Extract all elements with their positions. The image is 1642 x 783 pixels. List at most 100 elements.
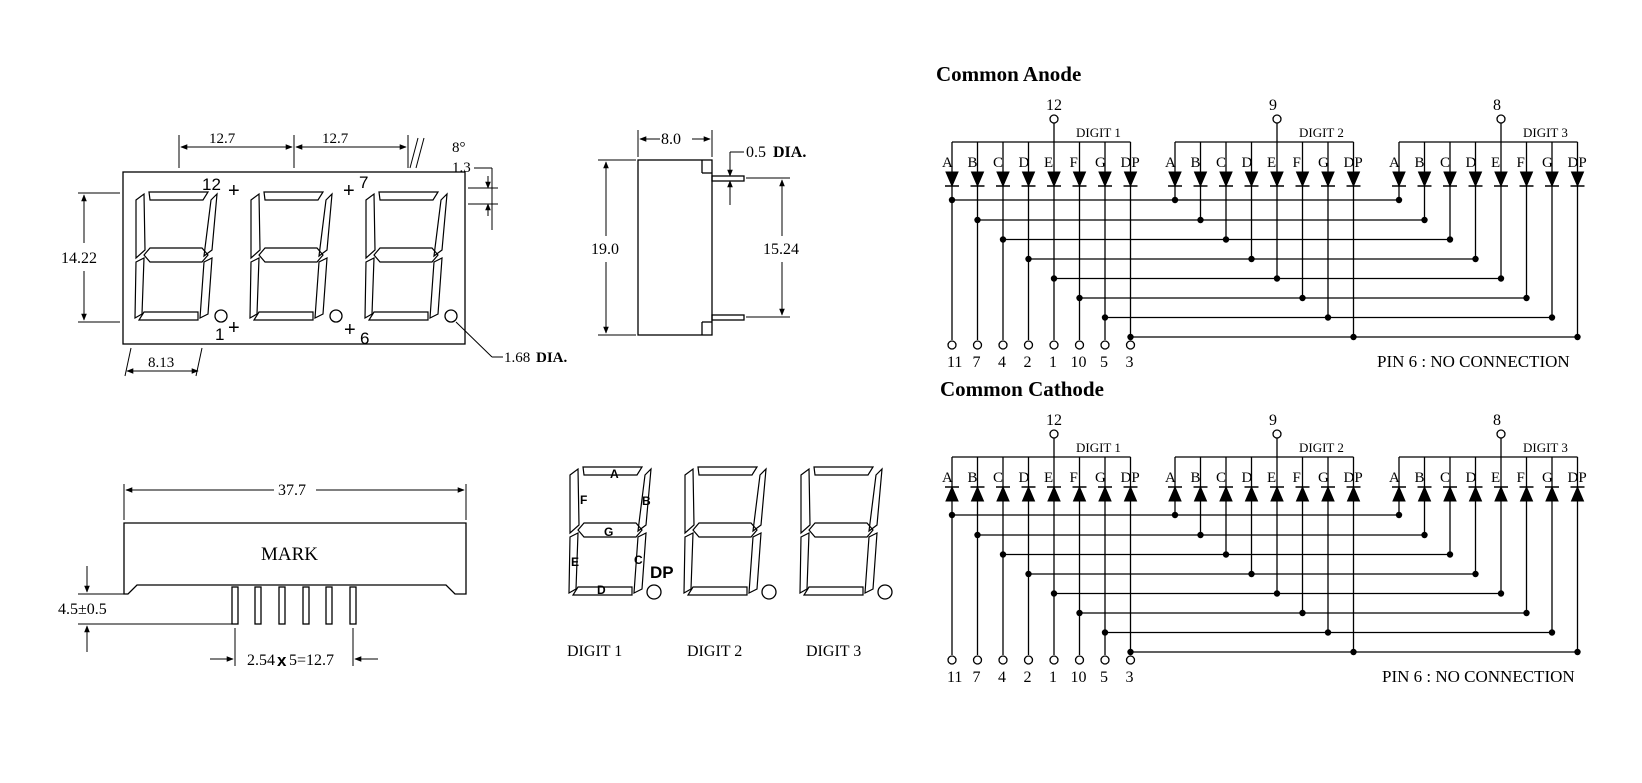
junction-dot bbox=[974, 531, 981, 539]
segment-label-dp: DP bbox=[650, 563, 674, 582]
segment-view: A B C D E F G DP DIGIT 1 DIGIT 2 DIGIT 3 bbox=[567, 466, 893, 660]
led-diode-symbol bbox=[1417, 171, 1432, 188]
led-diode-symbol bbox=[970, 171, 985, 188]
led-diode-symbol bbox=[1519, 485, 1534, 502]
segment-pin-number: 2 bbox=[1024, 669, 1032, 686]
segment-label-b: B bbox=[642, 494, 651, 508]
common-pin-number: 9 bbox=[1269, 97, 1277, 114]
segment-label: A bbox=[942, 155, 953, 171]
segment-pin-number: 1 bbox=[1049, 354, 1057, 371]
segment-pin-terminal bbox=[947, 655, 957, 665]
pin-pitch-total: 5=12.7 bbox=[289, 652, 334, 669]
junction-dot bbox=[999, 236, 1007, 243]
segment-label: B bbox=[1415, 470, 1425, 486]
led-diode-symbol bbox=[1168, 485, 1182, 502]
junction-dot bbox=[948, 511, 956, 519]
bottom-pin bbox=[325, 586, 333, 625]
dp-dot-1 bbox=[646, 584, 662, 600]
junction-dot bbox=[948, 196, 956, 204]
times-sign: x bbox=[277, 651, 287, 670]
common-pin-terminal bbox=[1049, 114, 1059, 124]
segment-label: E bbox=[1044, 470, 1053, 486]
segment-pin-terminal bbox=[1023, 655, 1034, 665]
junction-dot bbox=[1076, 294, 1083, 302]
segment-label: E bbox=[1491, 155, 1500, 171]
segment-label: E bbox=[1267, 470, 1276, 486]
led-diode-symbol bbox=[1047, 485, 1061, 502]
led-diode-symbol bbox=[996, 485, 1010, 502]
led-diode-symbol bbox=[1021, 171, 1036, 188]
segment-label: A bbox=[1165, 470, 1176, 486]
digit-outline-2 bbox=[249, 191, 333, 321]
segment-label: D bbox=[1242, 155, 1253, 171]
bottom-pin bbox=[302, 586, 310, 625]
height-dimension: 14.22 bbox=[61, 250, 97, 267]
segment-pin-terminal bbox=[1074, 340, 1085, 350]
segment-label: E bbox=[1044, 155, 1053, 171]
common-pin-number: 9 bbox=[1269, 412, 1277, 429]
led-diode-symbol bbox=[945, 171, 959, 188]
pitch-dimension: 12.7 bbox=[209, 131, 236, 147]
digit-outline-3 bbox=[364, 191, 448, 321]
common-pin-terminal bbox=[1496, 429, 1506, 439]
side-pin-top bbox=[711, 175, 745, 182]
segment-label: D bbox=[1242, 470, 1253, 486]
segment-pin-number: 3 bbox=[1126, 354, 1134, 371]
segment-pin-terminal bbox=[1049, 655, 1059, 665]
pin-diameter-unit: DIA. bbox=[773, 144, 806, 161]
led-diode-symbol bbox=[1193, 485, 1208, 502]
segment-label-f: F bbox=[580, 493, 587, 507]
junction-dot bbox=[1127, 648, 1134, 656]
common-pin-terminal bbox=[1272, 429, 1282, 439]
common-pin-terminal bbox=[1496, 114, 1506, 124]
segment-label: DP bbox=[1344, 155, 1363, 171]
led-diode-symbol bbox=[1021, 485, 1036, 502]
led-diode-symbol bbox=[1047, 171, 1061, 188]
led-diode-symbol bbox=[1443, 171, 1457, 188]
segment-pin-terminal bbox=[1023, 340, 1034, 350]
segment-label: F bbox=[1293, 155, 1301, 171]
segment-pin-terminal bbox=[947, 340, 957, 350]
junction-dot bbox=[1050, 590, 1058, 597]
segment-label: C bbox=[993, 155, 1003, 171]
segment-label: C bbox=[1440, 470, 1450, 486]
digit-width-dimension: 8.13 bbox=[148, 355, 174, 371]
led-diode-symbol bbox=[1494, 171, 1508, 188]
segment-pin-number: 1 bbox=[1049, 669, 1057, 686]
segment-pin-terminal bbox=[1100, 340, 1110, 350]
pin-diameter-value: 0.5 bbox=[746, 144, 766, 161]
segment-pin-number: 5 bbox=[1100, 354, 1108, 371]
digit-label: DIGIT 1 bbox=[1076, 440, 1121, 455]
segment-label: C bbox=[993, 470, 1003, 486]
digit-label: DIGIT 3 bbox=[1523, 440, 1568, 455]
segment-pin-number: 7 bbox=[973, 354, 981, 371]
junction-dot bbox=[974, 216, 981, 224]
side-pin-bottom bbox=[711, 314, 745, 321]
segment-label: A bbox=[1389, 155, 1400, 171]
led-diode-symbol bbox=[1244, 485, 1259, 502]
common-pin-number: 8 bbox=[1493, 412, 1501, 429]
led-diode-symbol bbox=[1545, 171, 1559, 188]
segment-label: DP bbox=[1568, 155, 1587, 171]
segment-label: A bbox=[1165, 155, 1176, 171]
segment-label: B bbox=[1191, 155, 1201, 171]
junction-dot bbox=[1101, 629, 1109, 636]
digit-caption-2: DIGIT 2 bbox=[687, 643, 742, 660]
dp-dot-3 bbox=[877, 584, 893, 600]
segment-digit-2 bbox=[683, 466, 767, 596]
led-diode-symbol bbox=[1295, 485, 1310, 502]
segment-pin-number: 7 bbox=[973, 669, 981, 686]
led-diode-symbol bbox=[996, 171, 1010, 188]
segment-label: G bbox=[1095, 470, 1106, 486]
bottom-body-outline bbox=[123, 522, 467, 595]
schematic-title: Common Cathode bbox=[940, 377, 1104, 401]
plus-marker: + bbox=[228, 317, 240, 339]
led-diode-symbol bbox=[1321, 171, 1335, 188]
common-pin-number: 12 bbox=[1046, 97, 1062, 114]
led-diode-symbol bbox=[970, 485, 985, 502]
segment-label: B bbox=[1415, 155, 1425, 171]
segment-label-c: C bbox=[634, 553, 643, 567]
segment-digit-3 bbox=[799, 466, 883, 596]
